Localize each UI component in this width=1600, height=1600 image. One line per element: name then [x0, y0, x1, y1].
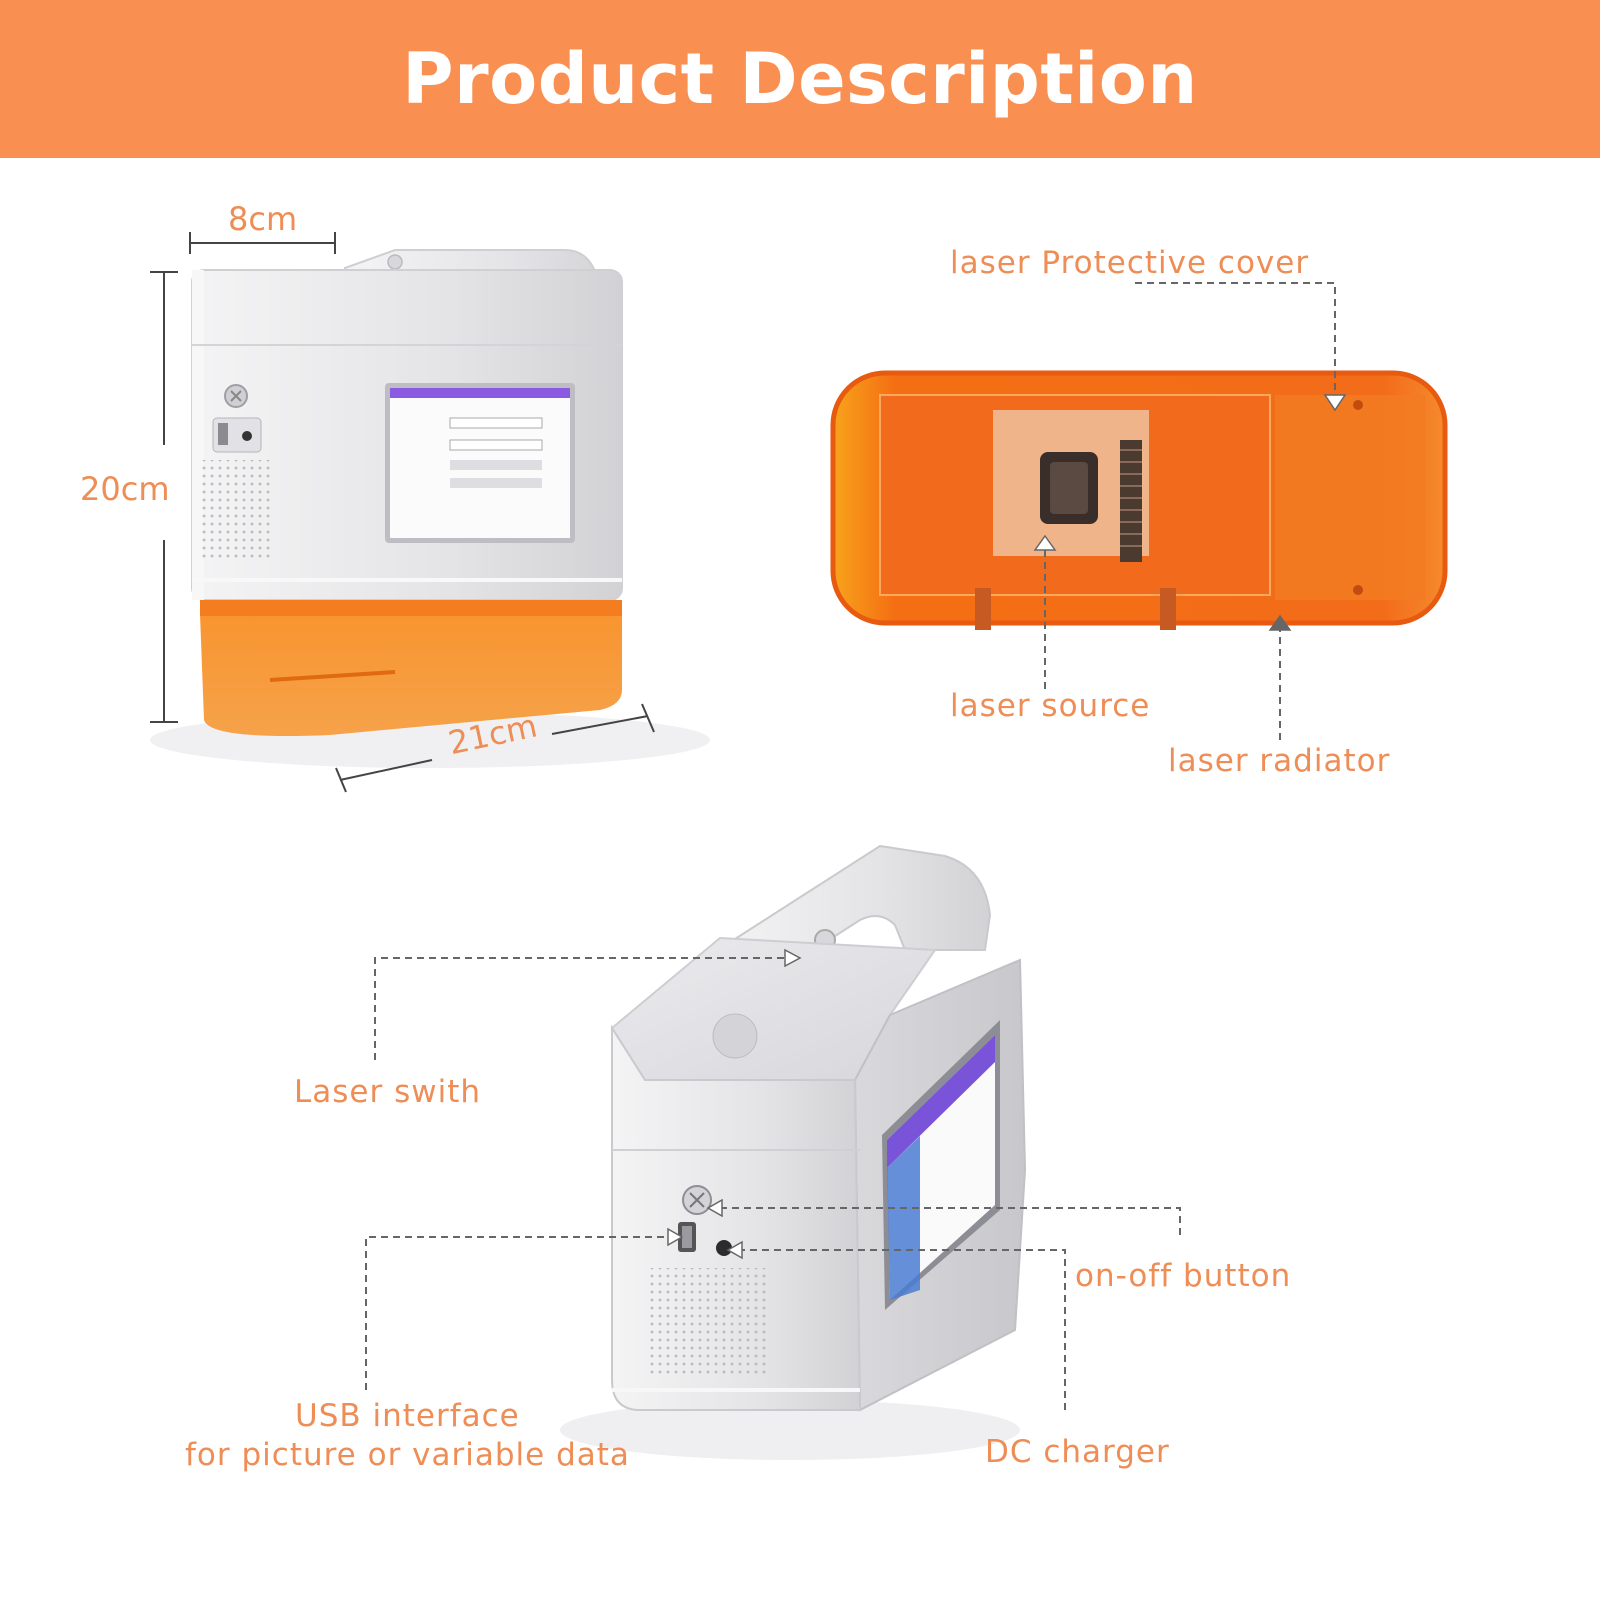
on-off-button-label: on-off button: [1075, 1258, 1292, 1294]
laser-cover-view: [830, 370, 1448, 630]
dimension-lines: [150, 232, 655, 793]
product-rear-view: [560, 844, 1027, 1460]
product-front-view: [150, 249, 710, 768]
header-banner: Product Description: [0, 0, 1600, 158]
laser-switch-label: Laser swith: [294, 1074, 482, 1110]
callout-lines: [365, 282, 1336, 1410]
dc-charger-label: DC charger: [985, 1434, 1170, 1470]
laser-radiator-label: laser radiator: [1168, 743, 1391, 779]
width-dimension-label: 8cm: [228, 200, 298, 238]
callout-arrowheads: [667, 394, 1347, 1260]
page-title: Product Description: [402, 38, 1198, 120]
height-dimension-label: 20cm: [80, 470, 170, 508]
usb-interface-detail-label: for picture or variable data: [185, 1437, 630, 1473]
laser-protective-cover-label: laser Protective cover: [950, 245, 1310, 281]
laser-source-label: laser source: [950, 688, 1151, 724]
usb-interface-label: USB interface: [295, 1398, 520, 1434]
